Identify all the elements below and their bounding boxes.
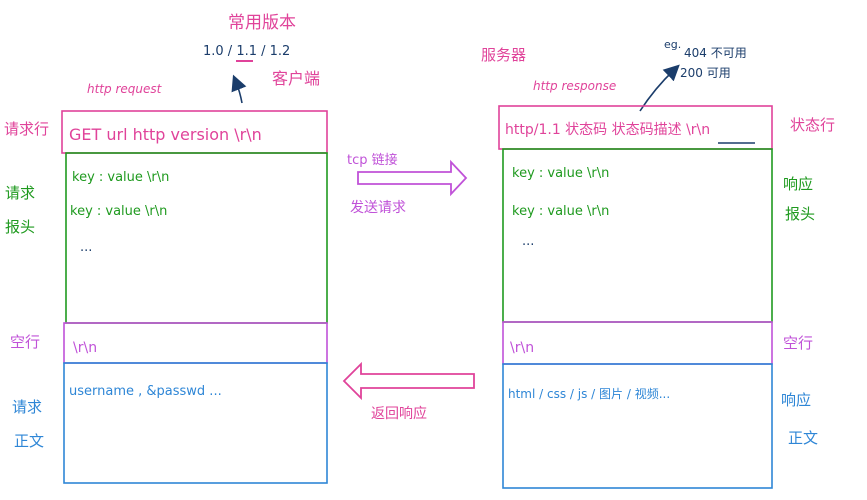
- status-code-pointer-arrow: [639, 64, 680, 112]
- request-body-label-1: 请求: [12, 398, 42, 416]
- response-caption: http response: [533, 79, 616, 93]
- eg-label: eg.: [664, 38, 681, 51]
- response-body-box: [502, 363, 773, 489]
- eg-line-404: 404 不可用: [684, 46, 747, 60]
- tcp-connection-label: tcp 链接: [347, 152, 398, 168]
- response-blank-box: [502, 321, 773, 365]
- client-label: 客户端: [272, 69, 320, 88]
- request-header-ellipsis: ...: [80, 240, 92, 255]
- send-request-arrow: [357, 159, 468, 197]
- response-headers-label-1: 响应: [783, 175, 813, 193]
- response-header-line-1: key : value \r\n: [512, 166, 609, 181]
- request-header-line-1: key : value \r\n: [72, 170, 169, 185]
- request-body-text: username , &passwd ...: [69, 384, 222, 399]
- request-blank-label: 空行: [10, 333, 40, 351]
- response-blank-text: \r\n: [510, 340, 534, 356]
- request-line-text: GET url http version \r\n: [69, 125, 262, 144]
- version-pointer-arrow: [231, 74, 247, 104]
- request-caption: http request: [87, 82, 163, 96]
- versions-list: 1.0 / 1.1 / 1.2: [203, 44, 290, 59]
- response-body-label-2: 正文: [788, 429, 818, 447]
- status-line-text: http/1.1 状态码 状态码描述 \r\n: [505, 122, 710, 138]
- request-body-box: [63, 362, 328, 484]
- versions-title: 常用版本: [228, 13, 296, 33]
- response-header-line-2: key : value \r\n: [512, 204, 609, 219]
- return-response-arrow: [342, 361, 475, 401]
- request-header-line-2: key : value \r\n: [70, 204, 167, 219]
- response-body-label-1: 响应: [781, 391, 811, 409]
- return-response-label: 返回响应: [371, 405, 427, 422]
- request-blank-text: \r\n: [73, 340, 97, 356]
- response-blank-label: 空行: [783, 334, 813, 352]
- status-line-label: 状态行: [790, 116, 835, 134]
- response-body-text: html / css / js / 图片 / 视频...: [508, 386, 670, 401]
- response-header-ellipsis: ...: [522, 234, 534, 249]
- request-line-label: 请求行: [4, 120, 49, 138]
- send-request-label: 发送请求: [350, 200, 406, 216]
- server-label: 服务器: [481, 46, 526, 64]
- response-headers-label-2: 报头: [785, 205, 815, 223]
- request-headers-label-2: 报头: [5, 218, 35, 236]
- request-body-label-2: 正文: [14, 432, 44, 450]
- eg-line-200: 200 可用: [680, 66, 731, 80]
- request-blank-box: [63, 322, 328, 364]
- request-headers-label-1: 请求: [5, 184, 35, 202]
